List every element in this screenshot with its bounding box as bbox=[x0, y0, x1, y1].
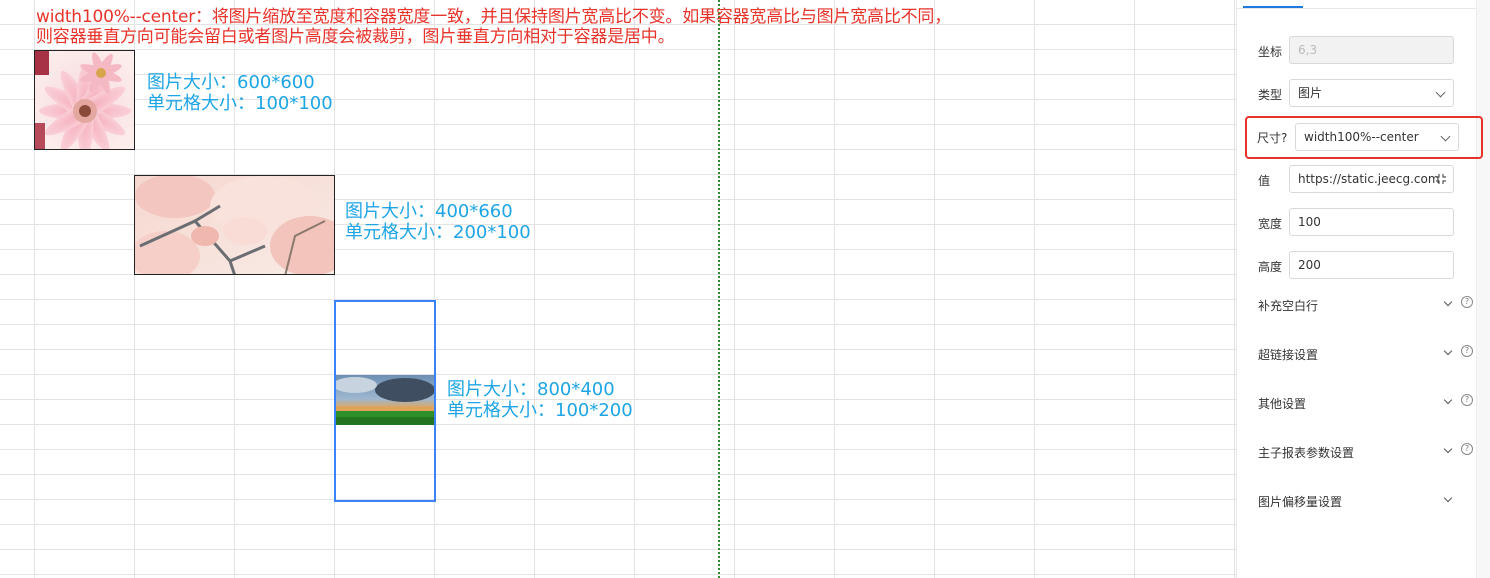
chevron-down-icon bbox=[1443, 444, 1453, 454]
flower-image bbox=[35, 51, 134, 149]
height-label: 高度 bbox=[1258, 260, 1283, 274]
grid-line bbox=[0, 174, 1236, 175]
size-select[interactable]: width100%--center bbox=[1295, 123, 1459, 151]
type-select[interactable]: 图片 bbox=[1289, 79, 1454, 107]
grid-line bbox=[0, 374, 1236, 375]
panel-scrollbar[interactable] bbox=[1476, 0, 1490, 578]
property-panel: 坐标 6,3 类型 图片 尺寸? width100%--center 值 htt… bbox=[1236, 0, 1490, 578]
width-label: 宽度 bbox=[1258, 217, 1283, 231]
grid-line bbox=[334, 0, 335, 578]
value-field-text: https://static.jeecg.com bbox=[1298, 172, 1440, 186]
grid-line bbox=[0, 249, 1236, 250]
type-select-value: 图片 bbox=[1298, 86, 1323, 100]
grid-line bbox=[0, 49, 1236, 50]
help-icon[interactable]: ? bbox=[1461, 394, 1473, 406]
grid-line bbox=[0, 149, 1236, 150]
grid-line bbox=[0, 199, 1236, 200]
grid-line bbox=[1234, 0, 1235, 578]
grid-line bbox=[0, 324, 1236, 325]
size-select-value: width100%--center bbox=[1304, 130, 1419, 144]
grid-line bbox=[634, 0, 635, 578]
section-label: 主子报表参数设置 bbox=[1258, 446, 1355, 460]
spreadsheet-canvas[interactable]: width100%--center：将图片缩放至宽度和容器宽度一致，并且保持图片… bbox=[0, 0, 1236, 578]
help-icon[interactable]: ? bbox=[1461, 443, 1473, 455]
chevron-down-icon bbox=[1443, 395, 1453, 405]
grid-line bbox=[934, 0, 935, 578]
grid-line bbox=[134, 0, 135, 578]
grid-line bbox=[0, 24, 1236, 25]
image-cell-magnolia[interactable] bbox=[134, 175, 335, 275]
chevron-down-icon bbox=[1435, 87, 1446, 98]
expand-icon[interactable] bbox=[1435, 173, 1447, 185]
width-field[interactable]: 100 bbox=[1289, 208, 1454, 236]
grid-line bbox=[0, 224, 1236, 225]
grid-line bbox=[0, 524, 1236, 525]
grid-line bbox=[834, 0, 835, 578]
value-label: 值 bbox=[1258, 174, 1271, 188]
grid-line bbox=[0, 399, 1236, 400]
page-boundary-guide bbox=[718, 0, 720, 578]
grid-line bbox=[0, 99, 1236, 100]
chevron-down-icon bbox=[1443, 493, 1453, 503]
height-field[interactable]: 200 bbox=[1289, 251, 1454, 279]
grid-line bbox=[34, 0, 35, 578]
example-1-image-size: 图片大小：600*600 bbox=[147, 72, 315, 93]
grid-line bbox=[0, 274, 1236, 275]
coord-field: 6,3 bbox=[1289, 36, 1454, 64]
grid-line bbox=[0, 499, 1236, 500]
grid-line bbox=[434, 0, 435, 578]
grid-line bbox=[0, 74, 1236, 75]
grid-line bbox=[0, 574, 1236, 575]
magnolia-image bbox=[135, 176, 334, 274]
section-label: 其他设置 bbox=[1258, 397, 1307, 411]
example-3-image-size: 图片大小：800*400 bbox=[447, 379, 615, 400]
section-other[interactable]: 其他设置 ? bbox=[1258, 393, 1478, 413]
grid-line bbox=[0, 124, 1236, 125]
chevron-down-icon bbox=[1440, 131, 1451, 142]
value-field[interactable]: https://static.jeecg.com bbox=[1289, 165, 1454, 193]
section-blank-rows[interactable]: 补充空白行 ? bbox=[1258, 295, 1478, 315]
section-hyperlink[interactable]: 超链接设置 ? bbox=[1258, 344, 1478, 364]
grid-line bbox=[1034, 0, 1035, 578]
example-1-cell-size: 单元格大小：100*100 bbox=[147, 93, 333, 114]
grid-line bbox=[0, 549, 1236, 550]
size-highlight-box bbox=[1245, 116, 1483, 159]
image-cell-flower[interactable] bbox=[34, 50, 135, 150]
selected-cell-border[interactable] bbox=[334, 300, 436, 502]
size-label[interactable]: 尺寸? bbox=[1257, 131, 1288, 145]
grid-line bbox=[0, 424, 1236, 425]
chevron-down-icon bbox=[1443, 346, 1453, 356]
landscape-image bbox=[335, 375, 434, 425]
example-2-image-size: 图片大小：400*660 bbox=[345, 201, 513, 222]
section-label: 补充空白行 bbox=[1258, 299, 1319, 313]
grid-line bbox=[1134, 0, 1135, 578]
image-cell-landscape[interactable] bbox=[335, 375, 434, 425]
section-master-detail-params[interactable]: 主子报表参数设置 ? bbox=[1258, 442, 1478, 462]
grid-line bbox=[734, 0, 735, 578]
coord-label: 坐标 bbox=[1258, 45, 1283, 59]
description-line-1: width100%--center：将图片缩放至宽度和容器宽度一致，并且保持图片… bbox=[36, 7, 952, 27]
tab-bar-divider bbox=[1237, 8, 1490, 9]
grid-line bbox=[534, 0, 535, 578]
section-image-offset[interactable]: 图片偏移量设置 bbox=[1258, 491, 1478, 511]
chevron-down-icon bbox=[1443, 297, 1453, 307]
active-tab-indicator[interactable] bbox=[1243, 6, 1303, 8]
help-icon[interactable]: ? bbox=[1461, 345, 1473, 357]
grid-line bbox=[0, 349, 1236, 350]
grid-line bbox=[234, 0, 235, 578]
grid-line bbox=[0, 449, 1236, 450]
grid-line bbox=[0, 474, 1236, 475]
type-label: 类型 bbox=[1258, 88, 1283, 102]
description-line-2: 则容器垂直方向可能会留白或者图片高度会被裁剪，图片垂直方向相对于容器是居中。 bbox=[36, 27, 675, 47]
grid-line bbox=[0, 299, 1236, 300]
section-label: 超链接设置 bbox=[1258, 348, 1319, 362]
example-3-cell-size: 单元格大小：100*200 bbox=[447, 400, 633, 421]
section-label: 图片偏移量设置 bbox=[1258, 495, 1343, 509]
example-2-cell-size: 单元格大小：200*100 bbox=[345, 222, 531, 243]
help-icon[interactable]: ? bbox=[1461, 296, 1473, 308]
